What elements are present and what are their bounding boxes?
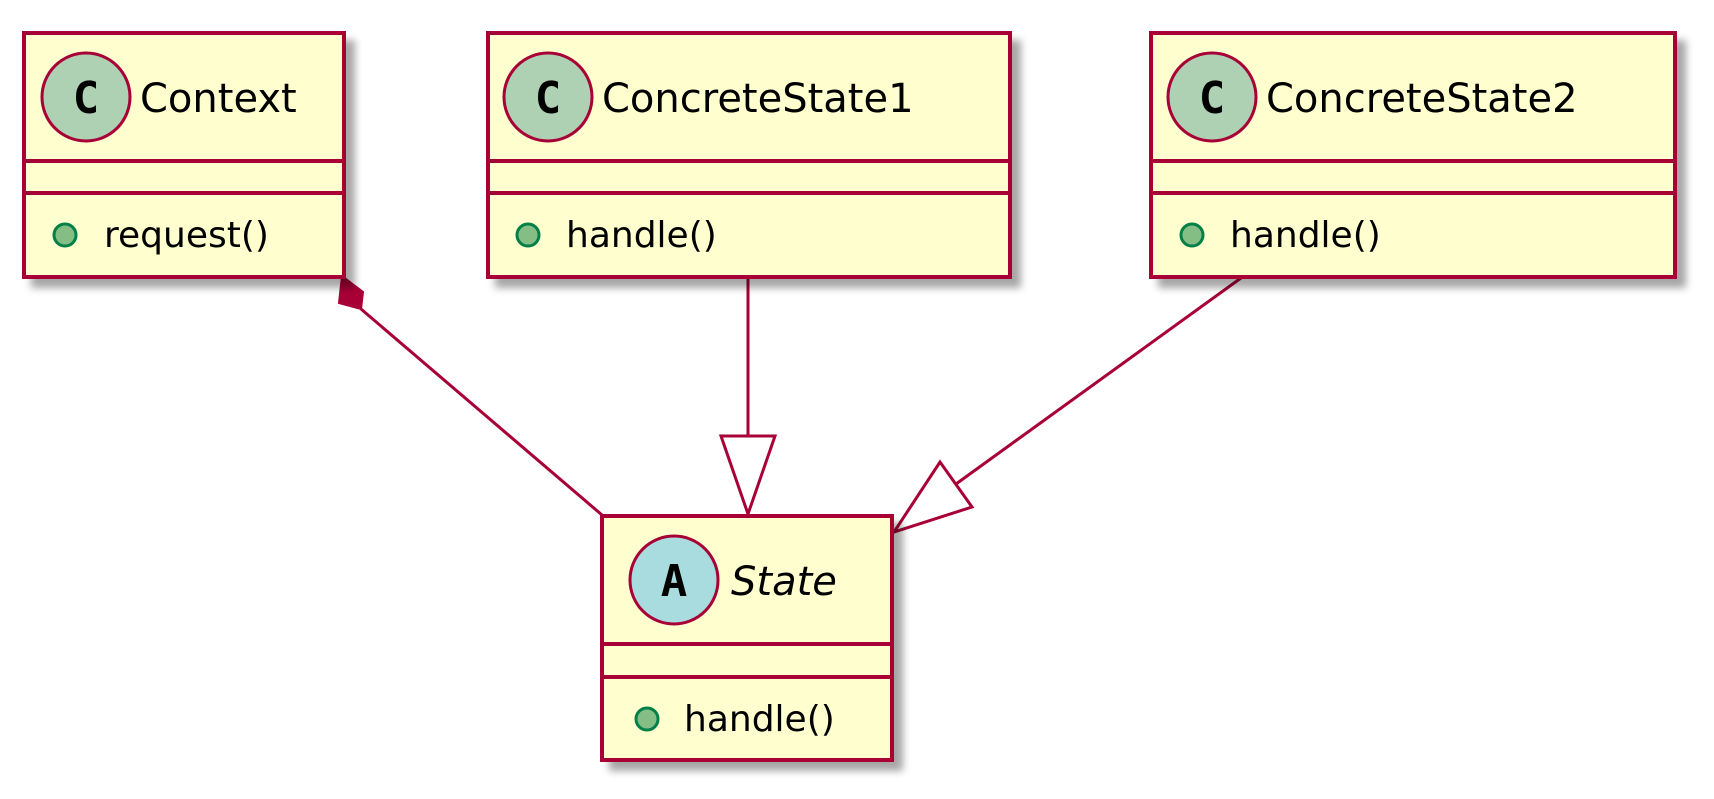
- public-visibility-icon: [634, 706, 660, 732]
- class-name: ConcreteState1: [602, 76, 914, 122]
- abstract-badge-icon: [628, 534, 720, 626]
- relation-context-composition-state: [337, 274, 603, 517]
- class-badge-letter: C: [73, 73, 100, 124]
- class-badge-icon: [1166, 51, 1258, 143]
- composition-diamond: [337, 274, 365, 311]
- public-visibility-icon: [1179, 222, 1205, 248]
- method-handle: handle(): [1230, 215, 1381, 256]
- class-box: [486, 31, 1012, 279]
- class-concretestate2[interactable]: C ConcreteState2 handle(): [1149, 31, 1677, 279]
- class-name: ConcreteState2: [1266, 76, 1578, 122]
- class-badge-icon: [40, 51, 132, 143]
- abstract-badge-letter: A: [661, 556, 688, 607]
- public-visibility-icon: [515, 222, 541, 248]
- class-context[interactable]: C Context request(): [22, 31, 346, 279]
- generalization-arrowhead: [890, 459, 975, 535]
- class-badge-letter: C: [535, 73, 562, 124]
- relation-concretestate2-generalization-state: [890, 276, 1242, 535]
- method-handle: handle(): [566, 215, 717, 256]
- class-badge-icon: [502, 51, 594, 143]
- class-state[interactable]: A State handle(): [600, 514, 894, 762]
- relation-concretestate1-generalization-state: [718, 278, 778, 519]
- method-handle: handle(): [684, 699, 835, 740]
- class-name: Context: [140, 76, 297, 122]
- method-request: request(): [104, 215, 269, 256]
- class-concretestate1[interactable]: C ConcreteState1 handle(): [486, 31, 1012, 279]
- public-visibility-icon: [52, 222, 78, 248]
- class-name: State: [731, 559, 837, 605]
- class-badge-letter: C: [1199, 73, 1226, 124]
- generalization-arrowhead: [718, 434, 778, 519]
